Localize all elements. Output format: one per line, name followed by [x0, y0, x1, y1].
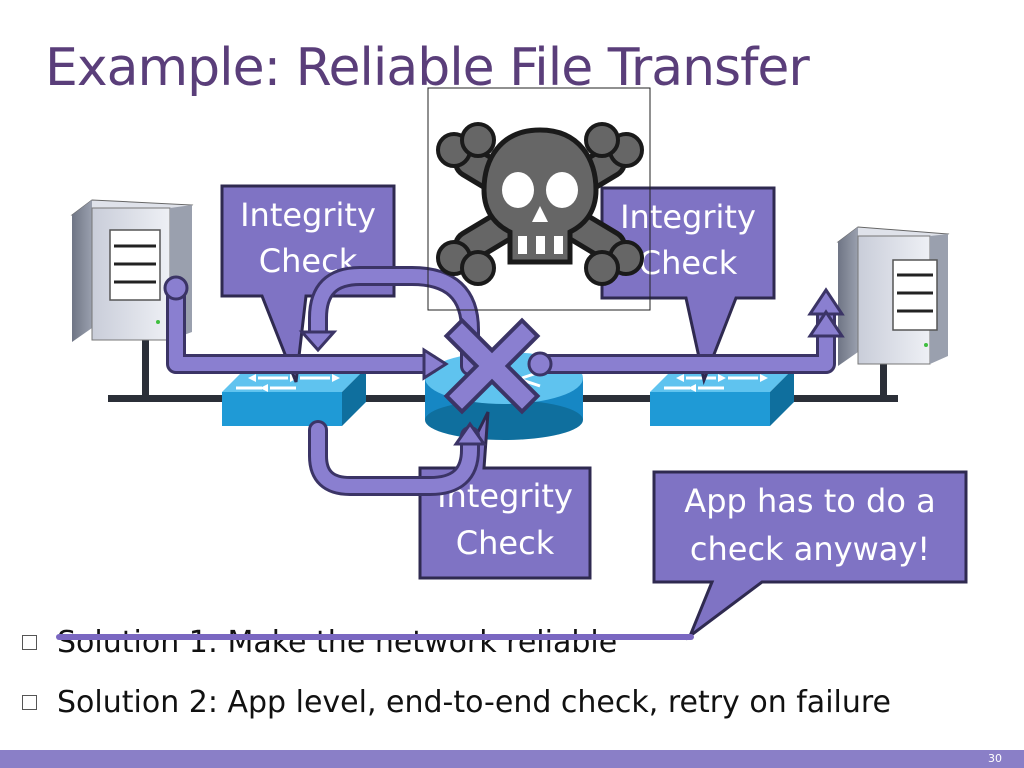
bullet-marker-icon [22, 694, 37, 710]
path-router-dot [527, 351, 553, 377]
arrowhead-left-switch [298, 330, 338, 353]
server-right-icon [836, 226, 950, 366]
arrowhead-router-bottom [453, 421, 487, 446]
bullet-marker-icon [22, 634, 37, 650]
callout-integrity-left: Integrity Check [220, 184, 396, 383]
callout-integrity-right-line2: Check [639, 244, 738, 282]
callout-app-check: App has to do a check anyway! [652, 470, 968, 641]
skull-crossbones-icon [436, 122, 644, 286]
callout-app-line1: App has to do a [684, 482, 935, 520]
callout-app-line2: check anyway! [690, 530, 930, 568]
arrowhead-right-server-2 [807, 309, 845, 338]
arrowhead-router-top [422, 347, 449, 381]
switch-right-icon [650, 368, 794, 426]
bullet-solution-1: Solution 1: Make the network reliable [22, 612, 891, 672]
slide-number: 30 [988, 752, 1002, 765]
skull-frame [427, 87, 651, 311]
bullet-solution-2-text: Solution 2: App level, end-to-end check,… [57, 684, 892, 720]
callout-integrity-right: Integrity Check [600, 186, 776, 386]
x-mark-icon [443, 317, 541, 415]
server-right-stand [880, 350, 887, 398]
server-left-stand [142, 330, 149, 398]
callout-integrity-right-line1: Integrity [620, 198, 756, 236]
callout-integrity-left-line1: Integrity [240, 196, 376, 234]
strikethrough-line [56, 634, 694, 640]
bullet-solution-2: Solution 2: App level, end-to-end check,… [22, 672, 891, 732]
callout-integrity-router-line2: Check [456, 524, 555, 562]
footer-bar: 30 [0, 750, 1024, 768]
path-start-dot [163, 275, 189, 301]
callout-integrity-router: Integrity Check [418, 411, 592, 580]
slide-title: Example: Reliable File Transfer [45, 38, 810, 98]
bullet-solution-1-text: Solution 1: Make the network reliable [57, 624, 618, 660]
bullet-list: Solution 1: Make the network reliable So… [22, 612, 891, 732]
